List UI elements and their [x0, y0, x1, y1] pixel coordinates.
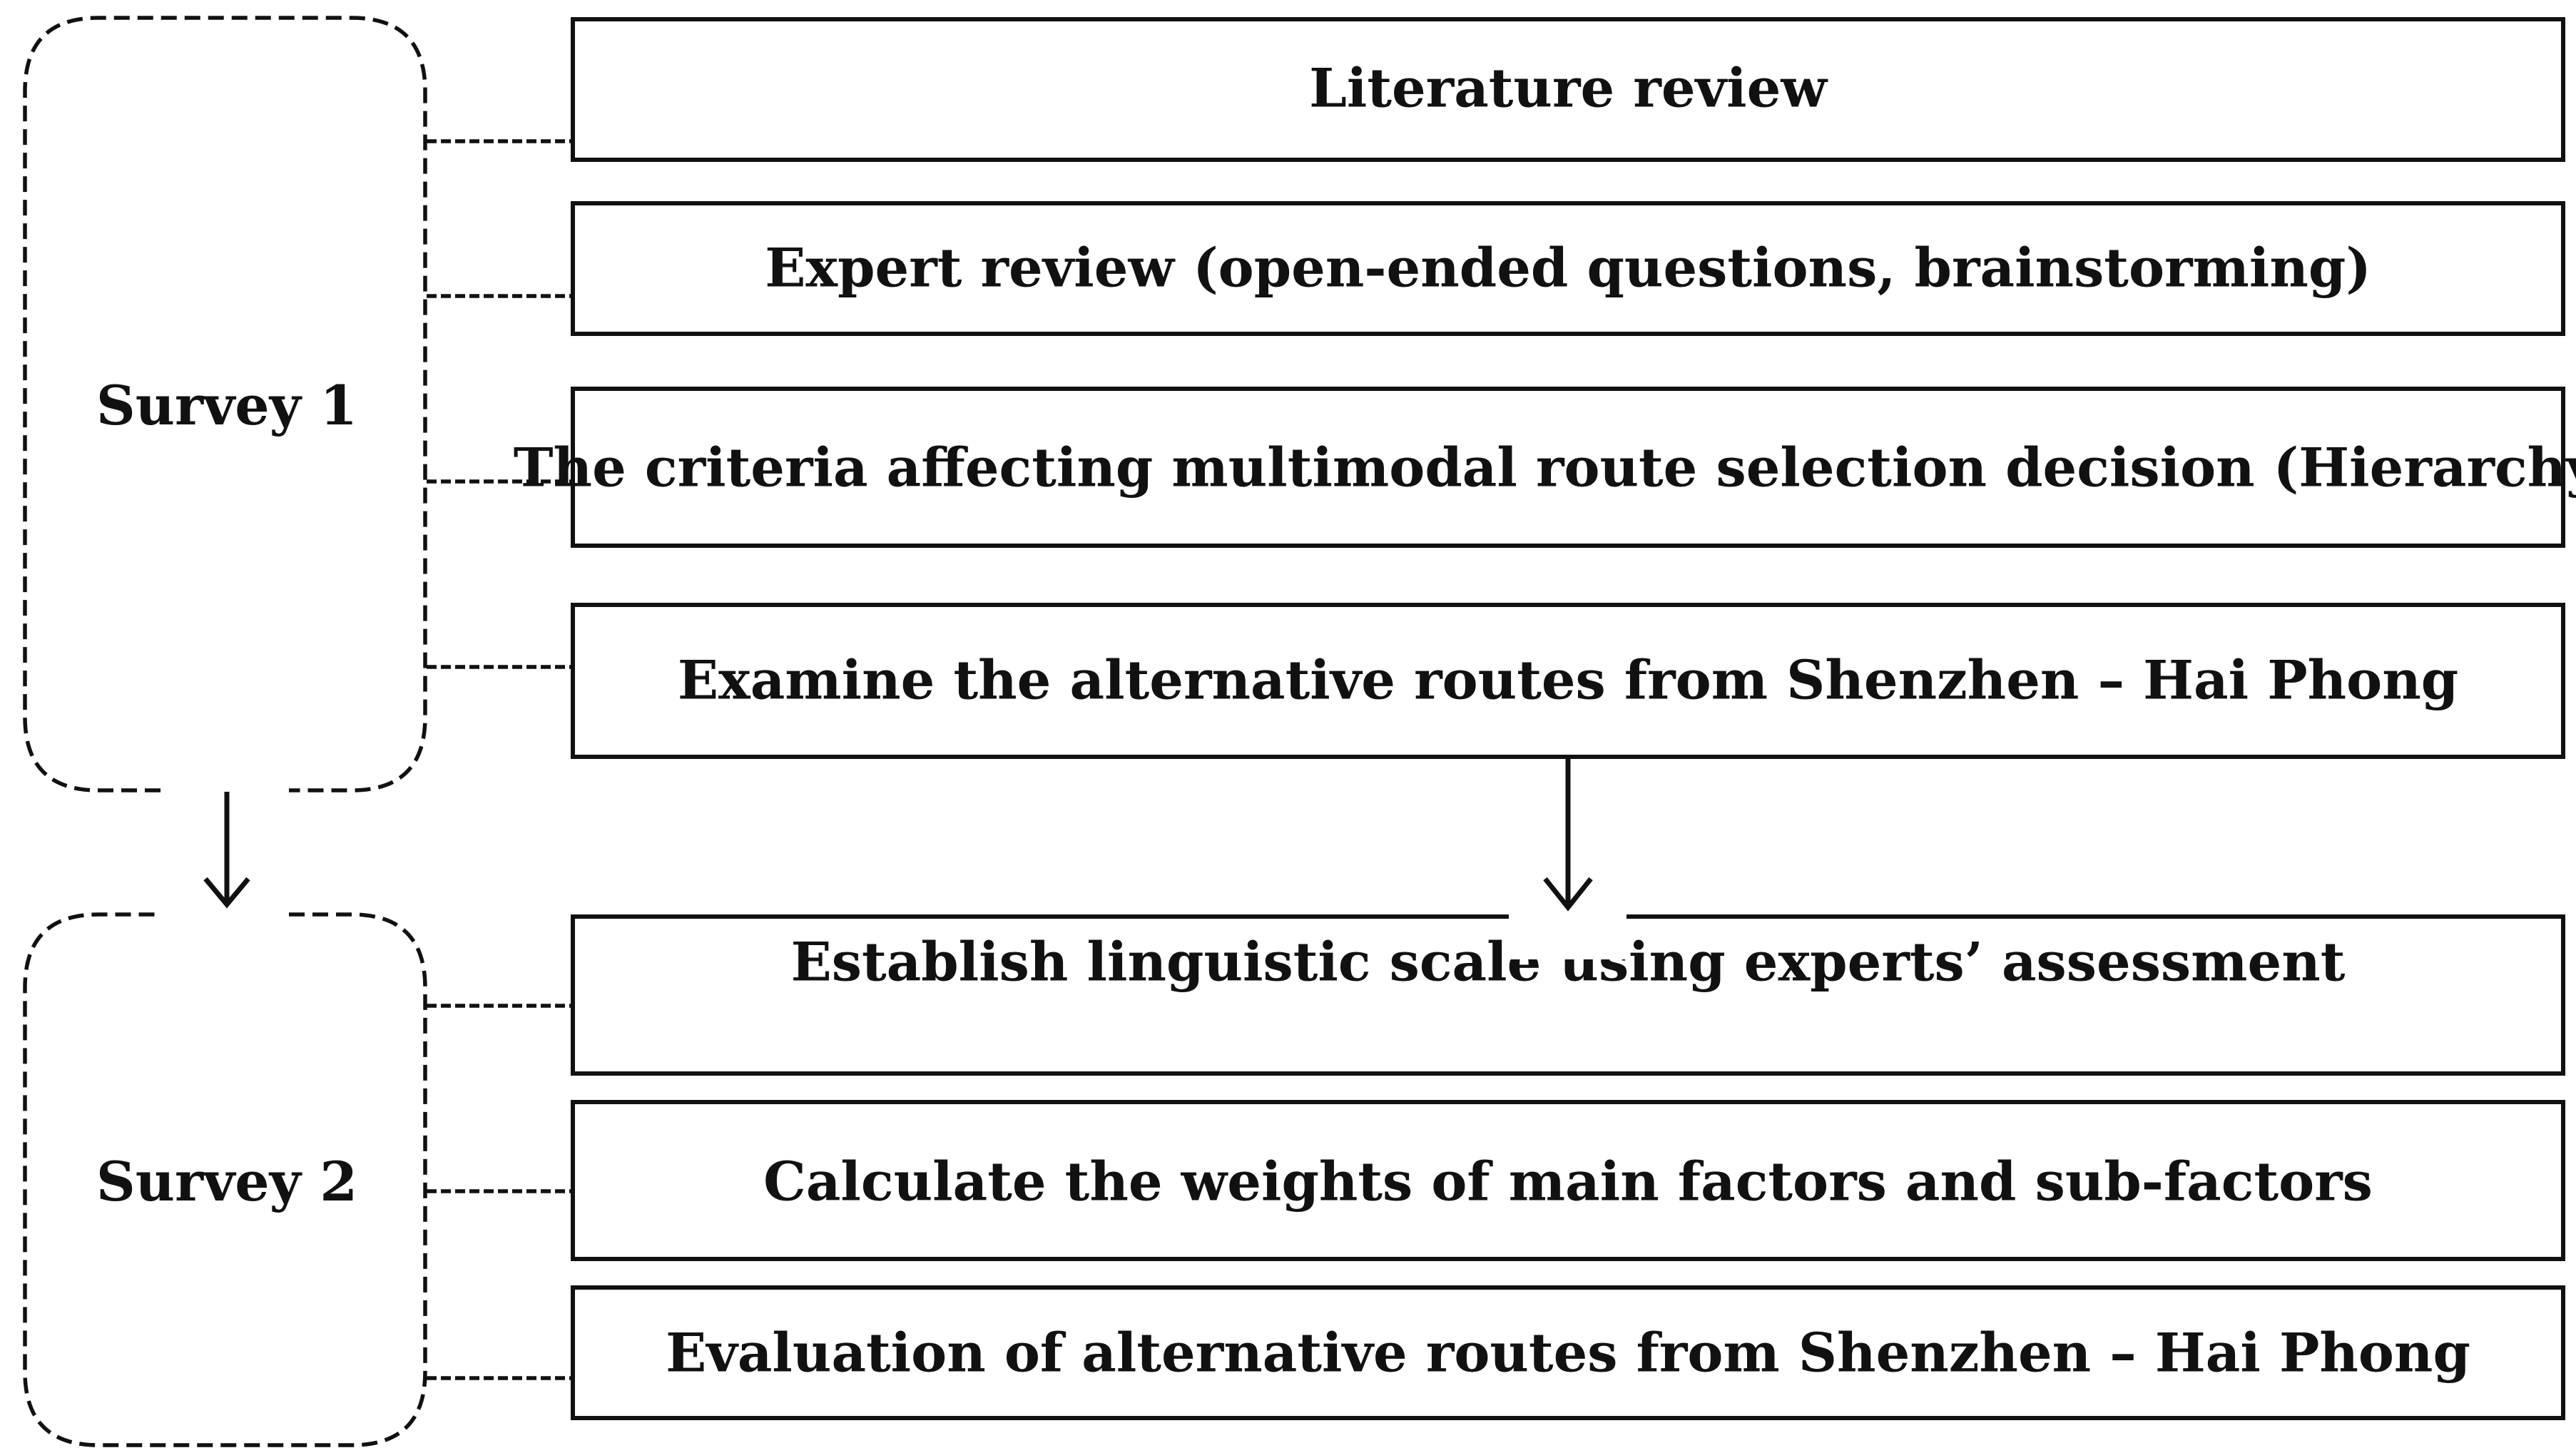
survey-1-label: Survey 1 [96, 374, 357, 437]
step-box-4: Examine the alternative routes from Shen… [571, 603, 2565, 759]
step-6-label: Calculate the weights of main factors an… [763, 1151, 2373, 1213]
step-1-label: Literature review [1309, 57, 1828, 120]
step-box-6: Calculate the weights of main factors an… [571, 1100, 2565, 1261]
step-3-label: The criteria affecting multimodal route … [514, 437, 2576, 499]
connectors [427, 139, 571, 1380]
step-2-label: Expert review (open-ended questions, bra… [765, 237, 2371, 300]
step-7-label: Evaluation of alternative routes from Sh… [666, 1322, 2470, 1385]
step-box-2: Expert review (open-ended questions, bra… [571, 201, 2565, 336]
step-box-1: Literature review [571, 17, 2565, 162]
survey-2-label: Survey 2 [96, 1150, 357, 1213]
step-box-3: The criteria affecting multimodal route … [514, 387, 2576, 548]
step-flow-arrow [1509, 758, 1626, 959]
survey-2-frame [23, 912, 427, 1447]
survey-flow-arrow [203, 792, 250, 909]
step-4-label: Examine the alternative routes from Shen… [678, 649, 2458, 712]
step-box-7: Evaluation of alternative routes from Sh… [571, 1285, 2565, 1420]
survey-1-frame [23, 16, 427, 792]
